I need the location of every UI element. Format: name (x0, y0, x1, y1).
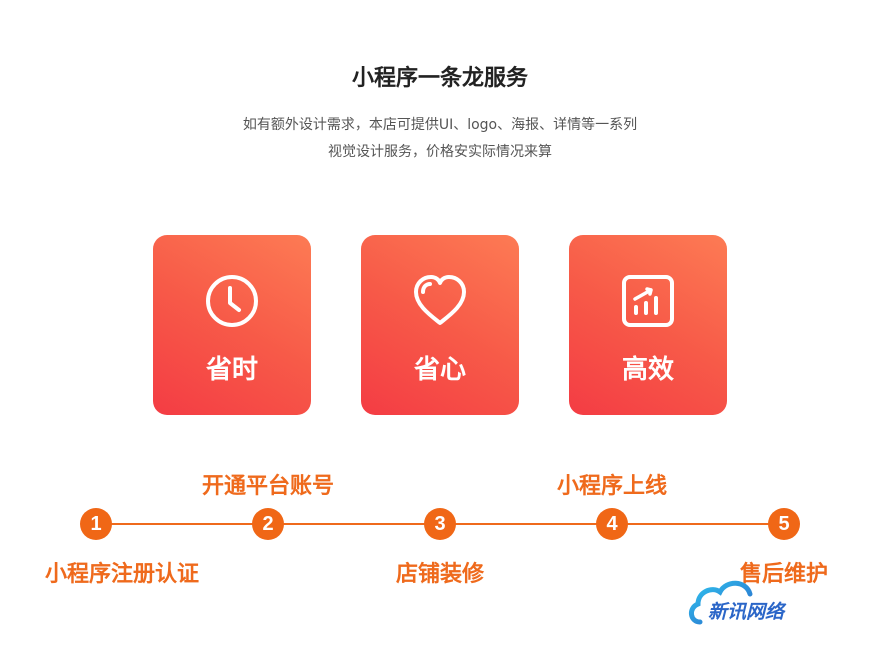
feature-card-peace-of-mind: 省心 (361, 235, 519, 415)
clock-icon (206, 275, 258, 327)
brand-name: 新讯网络 (708, 601, 785, 623)
step-number-4: 4 (596, 508, 628, 540)
step-label-3: 店铺装修 (395, 562, 484, 587)
step-number-2: 2 (252, 508, 284, 540)
step-number-5: 5 (768, 508, 800, 540)
page-title: 小程序一条龙服务 (351, 66, 528, 91)
step-label-4: 小程序上线 (556, 474, 667, 499)
heart-icon (414, 275, 466, 325)
card-label: 高效 (621, 355, 674, 385)
step-label-5: 售后维护 (739, 562, 828, 587)
feature-card-efficient: 高效 (569, 235, 727, 415)
card-label: 省时 (205, 355, 258, 385)
step-label-1: 小程序注册认证 (44, 562, 199, 587)
card-label: 省心 (413, 355, 466, 385)
step-number-3: 3 (424, 508, 456, 540)
step-label-2: 开通平台账号 (201, 474, 334, 499)
chart-up-icon (622, 275, 674, 327)
step-number-1: 1 (80, 508, 112, 540)
feature-card-save-time: 省时 (153, 235, 311, 415)
description-line-1: 如有额外设计需求，本店可提供UI、logo、海报、详情等一系列 (242, 117, 638, 133)
cloud-logo-icon (689, 580, 800, 625)
description-line-2: 视觉设计服务，价格安实际情况来算 (328, 144, 552, 160)
